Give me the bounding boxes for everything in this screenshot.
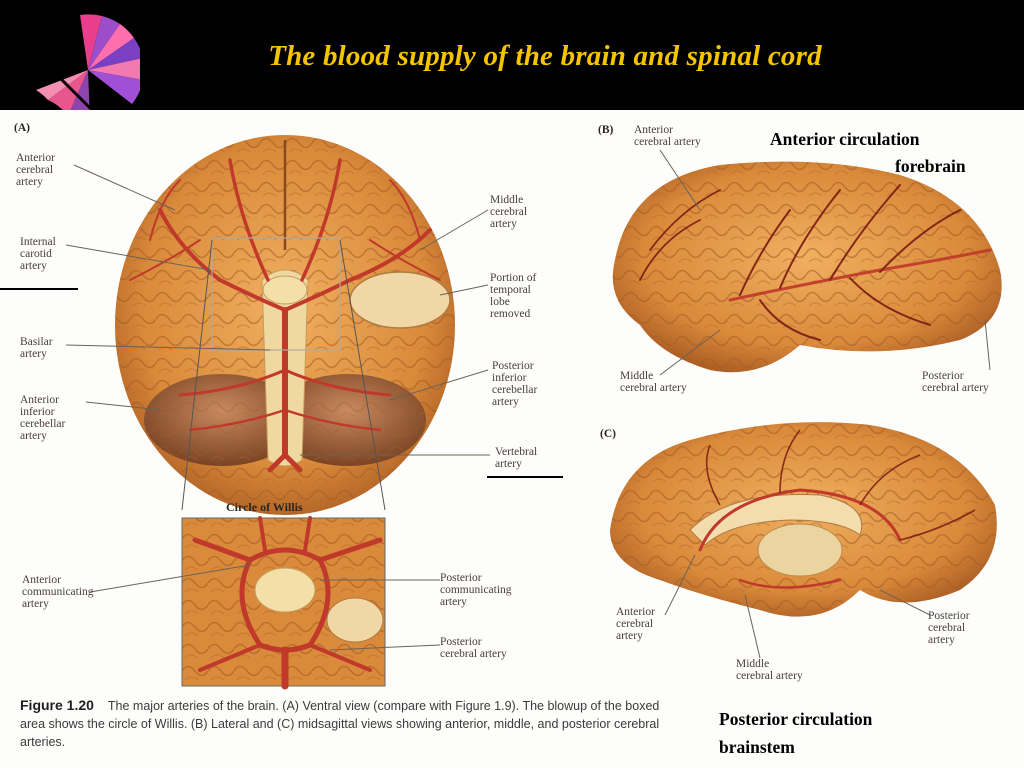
underline-vertebral — [487, 476, 563, 478]
label-anterior-inferior-cerebellar-artery: Anterior inferior cerebellar artery — [20, 394, 66, 442]
anterior-circulation-note: Anterior circulation — [770, 129, 920, 149]
label-middle-cerebral-artery-a: Middle cerebral artery — [490, 194, 528, 230]
brainstem-note: brainstem — [719, 737, 795, 757]
circle-of-willis-inset — [181, 516, 386, 690]
slide-title: The blood supply of the brain and spinal… — [268, 40, 822, 72]
figure-panel: (A) Anterior cerebral artery Internal ca… — [0, 110, 1024, 768]
decorative-fan-logo — [36, 14, 140, 112]
label-posterior-inferior-cerebellar-artery: Posterior inferior cerebellar artery — [492, 360, 538, 408]
ventral-view-brain — [115, 135, 455, 515]
lateral-view-brain — [612, 161, 1002, 373]
label-middle-cerebral-artery-c: Middle cerebral artery — [736, 658, 803, 682]
label-vertebral-artery: Vertebral artery — [495, 446, 538, 470]
inset-title: Circle of Willis — [226, 500, 303, 514]
label-posterior-communicating-artery: Posterior communicating artery — [440, 572, 512, 608]
label-anterior-cerebral-artery-c: Anterior cerebral artery — [616, 606, 655, 642]
label-posterior-cerebral-artery-c: Posterior cerebral artery — [928, 610, 970, 646]
label-anterior-cerebral-artery-a: Anterior cerebral artery — [16, 152, 55, 188]
panel-a-letter: (A) — [14, 122, 30, 134]
panel-b-letter: (B) — [598, 124, 614, 136]
leader-lines — [65, 149, 991, 659]
label-internal-carotid-artery: Internal carotid artery — [20, 236, 56, 272]
underline-internal-carotid — [0, 288, 78, 290]
midsagittal-view-brain — [610, 422, 997, 617]
label-temporal-lobe-removed: Portion of temporal lobe removed — [490, 272, 537, 320]
posterior-circulation-note: Posterior circulation — [719, 709, 873, 729]
label-posterior-cerebral-artery-a: Posterior cerebral artery — [440, 636, 507, 660]
panel-c-letter: (C) — [600, 428, 616, 440]
label-middle-cerebral-artery-b: Middle cerebral artery — [620, 370, 687, 394]
figure-caption-text: The major arteries of the brain. (A) Ven… — [20, 699, 660, 749]
figure-number: Figure 1.20 — [20, 697, 94, 713]
brain-illustrations — [65, 135, 1002, 690]
forebrain-note: forebrain — [895, 156, 966, 176]
slide-header: The blood supply of the brain and spinal… — [0, 0, 1024, 112]
label-anterior-communicating-artery: Anterior communicating artery — [22, 574, 94, 610]
label-anterior-cerebral-artery-b: Anterior cerebral artery — [634, 124, 701, 148]
label-posterior-cerebral-artery-b: Posterior cerebral artery — [922, 370, 989, 394]
label-basilar-artery: Basilar artery — [20, 336, 53, 360]
